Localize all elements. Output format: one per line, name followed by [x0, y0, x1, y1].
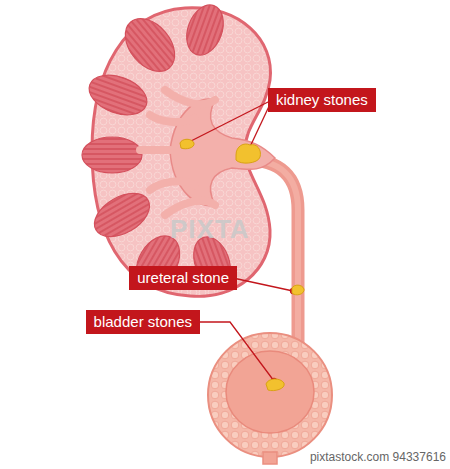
- callout-text: ureteral stone: [137, 269, 229, 286]
- watermark: PIXTA: [170, 214, 250, 245]
- callout-box: bladder stones: [86, 310, 200, 334]
- stones: [180, 139, 304, 390]
- bladder-wall: [208, 333, 332, 457]
- stock-id: pixtastock.com 94337616: [310, 450, 446, 464]
- callout-text: kidney stones: [276, 91, 368, 108]
- callout-box: kidney stones: [268, 88, 376, 112]
- callout-box: ureteral stone: [129, 266, 237, 290]
- callout-text: bladder stones: [94, 313, 192, 330]
- bladder-lumen: [226, 351, 314, 433]
- urethra: [263, 452, 277, 464]
- calyces: [140, 90, 215, 215]
- renal-pelvis: [170, 99, 275, 206]
